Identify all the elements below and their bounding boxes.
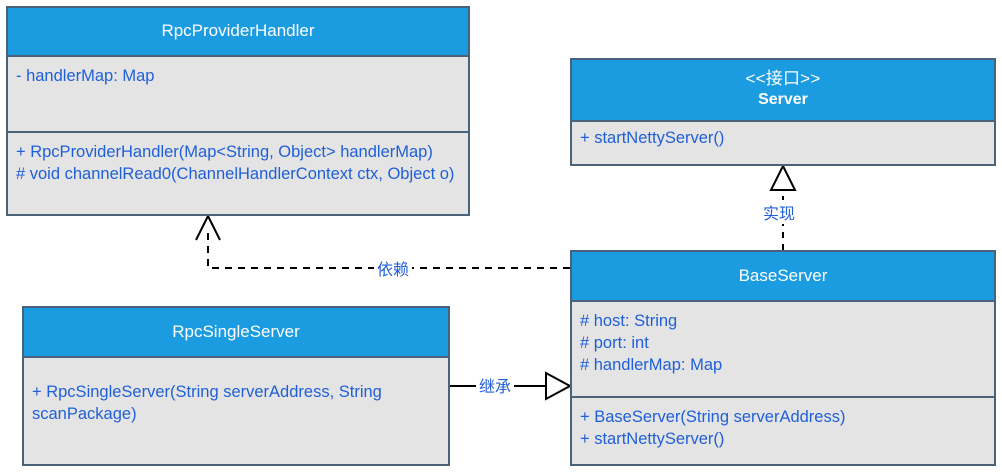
class-box-rpc-provider-handler[interactable]: RpcProviderHandler - handlerMap: Map + R… — [6, 6, 470, 216]
edge-label-dependency: 依赖 — [374, 256, 413, 280]
class-name-server: Server — [758, 91, 808, 109]
attributes-compartment-rpc-provider-handler: - handlerMap: Map — [8, 57, 468, 132]
class-name-rpc-single-server: RpcSingleServer — [172, 321, 300, 341]
open-arrowhead-icon — [195, 213, 221, 241]
operation-item: + RpcSingleServer(String serverAddress, … — [32, 383, 387, 423]
operation-item: + startNettyServer() — [580, 430, 725, 448]
operation-item: # void channelRead0(ChannelHandlerContex… — [16, 165, 455, 183]
class-header-base-server: BaseServer — [572, 252, 994, 302]
operations-compartment-rpc-provider-handler: + RpcProviderHandler(Map<String, Object>… — [8, 131, 468, 214]
operation-item: + RpcProviderHandler(Map<String, Object>… — [16, 143, 433, 162]
operations-compartment-server: + startNettyServer() — [572, 122, 994, 164]
class-name-rpc-provider-handler: RpcProviderHandler — [161, 21, 315, 41]
attribute-item: # handlerMap: Map — [580, 355, 723, 374]
class-header-rpc-single-server: RpcSingleServer — [24, 308, 448, 358]
attribute-item: # port: int — [580, 333, 649, 352]
edge-label-realization: 实现 — [760, 200, 799, 224]
attribute-item: - handlerMap: Map — [16, 67, 155, 85]
edge-label-generalization: 继承 — [476, 373, 515, 397]
class-box-rpc-single-server[interactable]: RpcSingleServer + RpcSingleServer(String… — [22, 306, 450, 466]
operations-compartment-rpc-single-server: + RpcSingleServer(String serverAddress, … — [24, 358, 448, 464]
operation-item: + BaseServer(String serverAddress) — [580, 408, 846, 427]
class-header-server: <<接口>> Server — [572, 60, 994, 122]
attributes-compartment-base-server: # host: String # port: int # handlerMap:… — [572, 302, 994, 397]
class-box-base-server[interactable]: BaseServer # host: String # port: int # … — [570, 250, 996, 466]
hollow-triangle-arrowhead-icon — [769, 163, 797, 191]
class-box-server[interactable]: <<接口>> Server + startNettyServer() — [570, 58, 996, 166]
class-name-base-server: BaseServer — [738, 265, 828, 285]
operation-item: + startNettyServer() — [580, 129, 725, 147]
hollow-triangle-arrowhead-icon — [545, 371, 573, 401]
class-stereotype-server: <<接口>> — [745, 69, 821, 89]
operations-compartment-base-server: + BaseServer(String serverAddress) + sta… — [572, 396, 994, 464]
class-header-rpc-provider-handler: RpcProviderHandler — [8, 8, 468, 57]
attribute-item: # host: String — [580, 312, 678, 330]
